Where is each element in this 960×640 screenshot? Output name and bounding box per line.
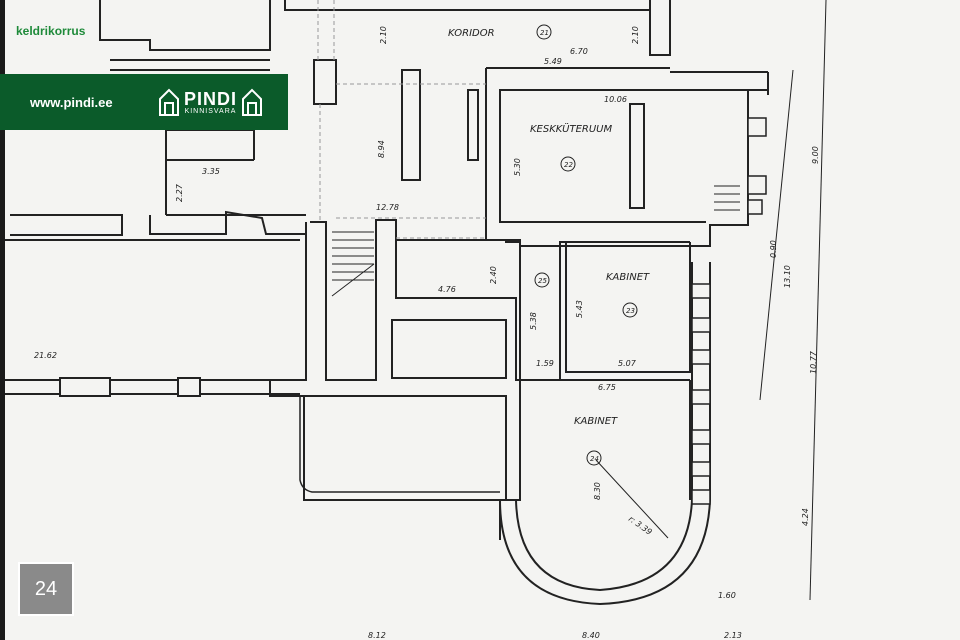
dim-335: 3.35 [202,167,220,176]
brand-sub: KINNISVARA [184,107,237,115]
left-edge [0,0,5,640]
dim-530: 5.30 [513,158,522,176]
page-number-badge: 24 [18,562,74,616]
dim-210a: 2.10 [379,26,388,44]
dim-840: 8.40 [582,631,600,640]
dim-424: 4.24 [801,508,810,526]
dim-1310: 13.10 [783,265,792,288]
room-number-21: 21 [540,29,549,37]
room-name-kabinet-23: KABINET [606,272,650,283]
brand-text: PINDI KINNISVARA [184,90,237,115]
dashed-lines [317,0,486,239]
dim-213: 2.13 [724,631,742,640]
dim-1278: 12.78 [376,203,399,212]
dim-1077: 10.77 [809,350,818,374]
dim-476: 4.76 [438,285,456,294]
dim-543: 5.43 [575,300,584,318]
brand-name: PINDI [184,88,238,109]
dim-2162: 21.62 [34,351,57,360]
dim-240: 2.40 [489,266,498,284]
dim-900: 9.00 [811,146,820,164]
dim-090: 0.90 [769,240,778,258]
floor-label: keldrikorrus [16,24,86,38]
dim-507: 5.07 [618,359,637,368]
dim-830: 8.30 [593,482,602,500]
room-name-koridor: KORIDOR [448,28,495,39]
radius-line [595,459,669,539]
dim-675: 6.75 [598,383,616,392]
house-left-icon [159,88,179,116]
dim-210b: 2.10 [631,26,640,44]
dim-812: 8.12 [368,631,386,640]
dim-1006: 10.06 [604,95,627,104]
dim-159: 1.59 [536,359,554,368]
room-name-keskkuteruum: KESKKÜTERUUM [530,122,612,135]
windows [691,117,767,505]
room-number-24: 24 [590,455,599,463]
dim-160: 1.60 [718,591,736,600]
brand-bar: www.pindi.ee PINDI KINNISVARA [0,74,288,130]
brand-url-link[interactable]: www.pindi.ee [30,94,113,110]
house-right-icon [242,88,263,116]
room-number-22: 22 [564,161,573,169]
room-circles [534,24,638,466]
room-number-25: 25 [538,277,547,285]
brand-logo: PINDI KINNISVARA [158,87,263,117]
dim-227: 2.27 [175,183,184,202]
walls [5,0,827,606]
dim-670: 6.70 [570,47,588,56]
dim-538: 5.38 [529,312,538,330]
dim-549: 5.49 [544,57,562,66]
room-number-23: 23 [626,307,635,315]
staircase [331,185,740,297]
room-name-kabinet-24: KABINET [574,416,618,427]
dim-894: 8.94 [377,140,386,158]
